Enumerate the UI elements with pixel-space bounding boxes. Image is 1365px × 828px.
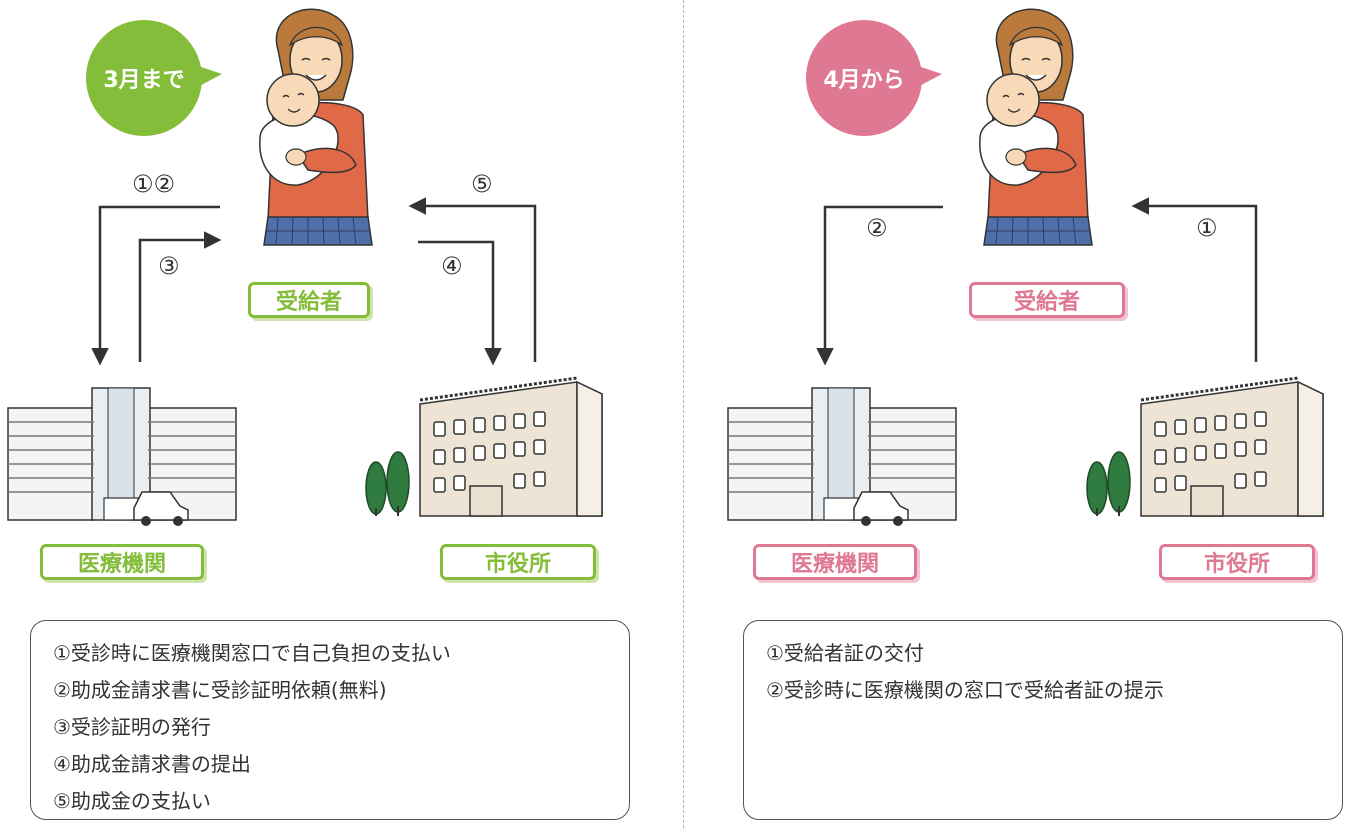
panel-divider	[683, 0, 684, 828]
arrow-from-city-hall	[1131, 197, 1258, 362]
step-4: ④助成金請求書の提出	[53, 752, 251, 776]
hospital-label: 医療機関	[40, 544, 204, 580]
hospital-label: 医療機関	[753, 544, 917, 580]
period-bubble: 4月から	[806, 20, 942, 136]
city-hall-label: 市役所	[440, 544, 596, 580]
steps-box: ①受給者証の交付 ②受診時に医療機関の窓口で受給者証の提示	[743, 620, 1343, 820]
hospital-illustration	[7, 387, 237, 527]
period-bubble: 3月まで	[86, 20, 222, 136]
arrow-number-from-city-hall: ⑤	[471, 170, 493, 198]
before-april-panel: 3月まで ①② ③ ④ ⑤ 受給者 医療機関 市役所 ①受診時に医療機関窓口で自…	[0, 0, 682, 828]
city-hall-label: 市役所	[1159, 544, 1315, 580]
arrow-to-hospital	[816, 205, 943, 366]
arrow-number-to-city-hall: ④	[441, 252, 463, 280]
step-1: ①受給者証の交付	[766, 641, 924, 665]
arrow-from-hospital	[138, 231, 222, 362]
city-hall-illustration	[1085, 376, 1325, 518]
recipient-label: 受給者	[969, 282, 1125, 318]
period-label: 3月まで	[103, 68, 185, 93]
step-3: ③受診証明の発行	[53, 715, 211, 739]
arrow-to-city-hall	[418, 240, 502, 366]
period-label: 4月から	[823, 68, 905, 93]
arrow-from-city-hall	[408, 197, 537, 362]
from-april-panel: 4月から ② ① 受給者 医療機関 市役所 ①受給者証の交付 ②受診時に医療機関…	[683, 0, 1365, 828]
arrow-number-to-hospital: ②	[866, 214, 888, 242]
steps-box: ①受診時に医療機関窓口で自己負担の支払い ②助成金請求書に受診証明依頼(無料) …	[30, 620, 630, 820]
arrow-number-from-city-hall: ①	[1196, 214, 1218, 242]
arrow-to-hospital	[91, 205, 220, 366]
arrow-number-to-hospital: ①②	[132, 170, 176, 198]
step-2: ②受診時に医療機関の窓口で受給者証の提示	[766, 678, 1164, 702]
hospital-illustration	[727, 387, 957, 527]
flow-artwork	[7, 8, 604, 527]
recipient-illustration	[259, 8, 373, 246]
flow-artwork	[727, 8, 1325, 527]
recipient-label: 受給者	[248, 282, 370, 318]
step-1: ①受診時に医療機関窓口で自己負担の支払い	[53, 641, 451, 665]
recipient-illustration	[979, 8, 1093, 246]
city-hall-illustration	[364, 376, 604, 518]
step-5: ⑤助成金の支払い	[53, 789, 211, 813]
arrow-number-from-hospital: ③	[158, 252, 180, 280]
step-2: ②助成金請求書に受診証明依頼(無料)	[53, 678, 387, 702]
